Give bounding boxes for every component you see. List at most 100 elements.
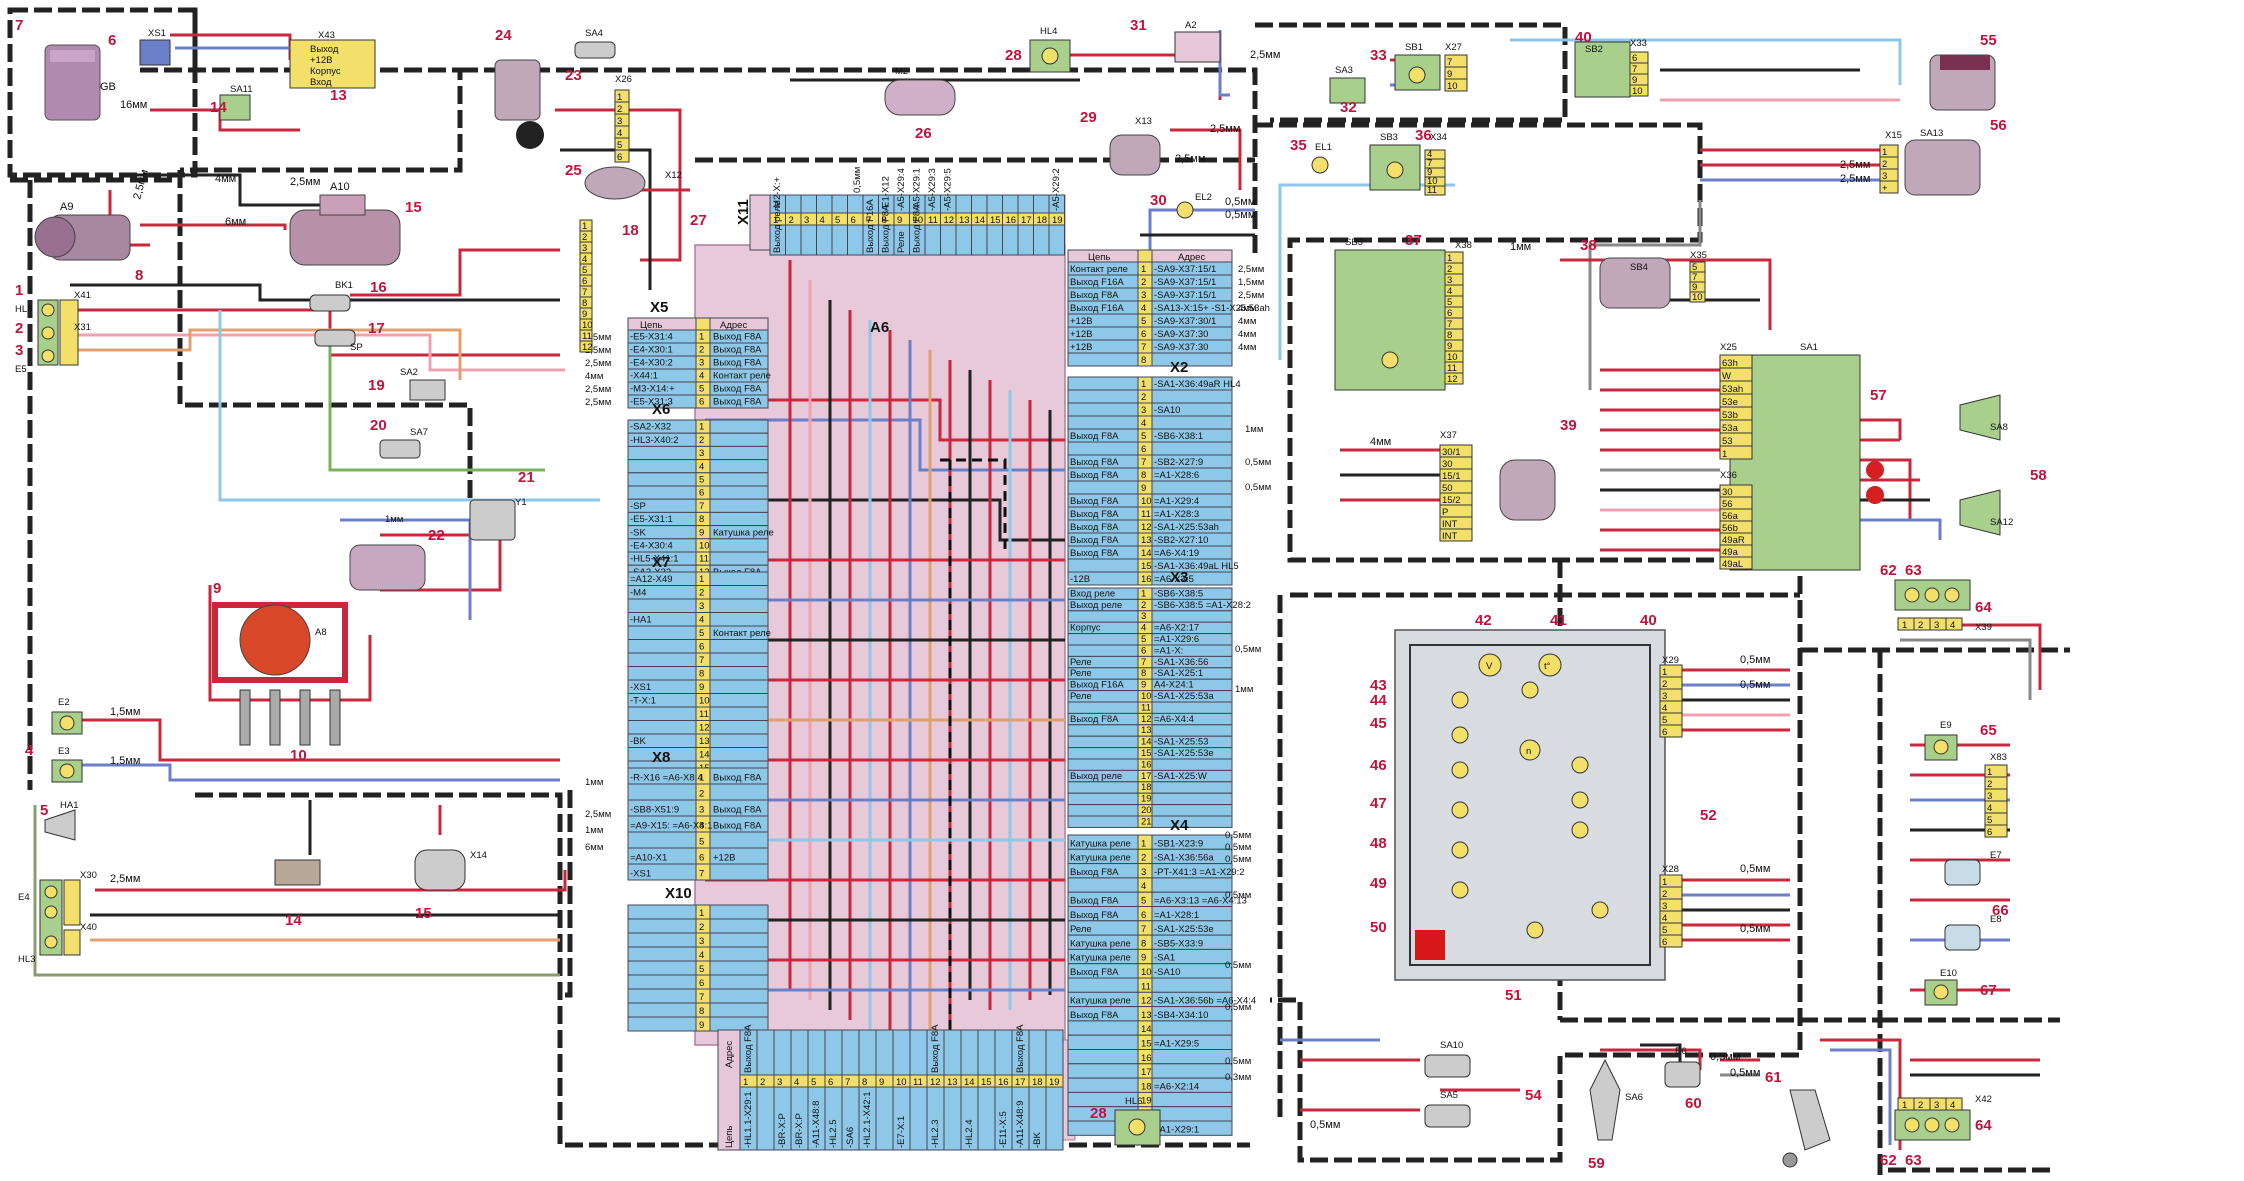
pin-number: 1 [1987,767,1992,778]
pin-number: 1 [1882,147,1887,158]
wire-size: 4мм [1238,316,1256,327]
pin-number: 9 [1141,953,1146,964]
pin-number: 8 [699,669,704,680]
wire-size: 0,5мм [1225,854,1251,865]
pin-number: 7 [866,215,871,226]
svg-text:SA1: SA1 [1800,342,1818,353]
pin-number: 2 [789,215,794,226]
pin-number: 4 [582,254,587,265]
pin-number: 14 [699,750,710,761]
switch-sa6: SA6 [1589,1058,1643,1141]
table-cell [1067,480,1139,495]
component-number-51: 51 [1505,987,1522,1004]
table-cell [790,1029,809,1076]
pin-number: INT [1442,531,1458,542]
label-x2: X2 [1170,359,1188,376]
pin-number: 10 [1692,292,1703,303]
address-text: Выход F8A [743,1024,754,1073]
svg-text:X38: X38 [1455,240,1472,251]
pin-number: 5 [1141,634,1146,645]
component-number-47: 47 [1370,795,1387,812]
pin-number: 12 [1141,996,1152,1007]
pin-number: 8 [582,298,587,309]
table-cell [709,693,769,708]
wire-size: 1мм [585,825,603,836]
svg-text:E5: E5 [15,364,27,375]
table-cell [756,1086,775,1151]
pin-number: 15/1 [1442,471,1461,482]
svg-text:X34: X34 [1430,132,1447,143]
pin-number: 9 [1141,680,1146,691]
table-cell [1045,1029,1064,1076]
pin-number: 4 [1427,149,1432,160]
svg-text:X12: X12 [665,170,682,181]
svg-text:1,5мм: 1,5мм [110,706,140,718]
pin-number: 3 [1987,791,1992,802]
svg-text:1,5мм: 1,5мм [110,755,140,767]
address-text: Выход F8A [1070,1010,1119,1021]
label-x5: X5 [650,299,668,316]
svg-text:XS1: XS1 [148,28,166,39]
circuit-text: -SA13-X:15+ -S1-X25:53ah [1154,303,1270,314]
table-cell [875,1029,894,1076]
connector-xs1: XS1 [139,28,171,66]
header-addr: Адрес [720,320,747,331]
circuit-text: =A6-X2:17 [1154,623,1199,634]
connector-x27-pin [1444,78,1468,92]
table-cell [709,394,769,409]
svg-text:X43: X43 [318,30,335,41]
svg-text:0,5мм: 0,5мм [1730,1067,1760,1079]
wire-size: 0,5мм [1235,644,1261,655]
pin-number: 12 [930,1077,941,1088]
table-cell [1033,224,1050,256]
switch-sb1: SB1 X27 [1394,42,1462,91]
pin-number: 4 [1141,623,1146,634]
pin-number: 7 [699,869,704,880]
circuit-text: -HL2.1-X42:1 [862,1091,873,1148]
pin-number: 1 [1662,877,1667,888]
table-cell [709,863,769,881]
table-cell [709,720,769,735]
address-text: Катушка реле [1070,996,1131,1007]
pin-number: 49aL [1722,559,1743,570]
svg-text:t°: t° [1544,661,1551,672]
address-text: Выход F8A [912,204,923,253]
pin-number: 7 [1427,158,1432,169]
table-cell [847,224,864,256]
table-cell [1151,792,1233,806]
pin-number: 6 [1662,727,1667,738]
circuit-text: -SB8-X51:9 [630,805,679,816]
table-cell [709,679,769,694]
pin-number: 4 [1662,703,1667,714]
generator-a10: A10 [289,181,401,266]
circuit-text: -SA1-X25:53e [1154,748,1214,759]
svg-text:X33: X33 [1630,38,1647,49]
svg-text:SB1: SB1 [1405,42,1423,53]
table-cell [627,485,697,500]
svg-text:A10: A10 [330,181,350,193]
pin-number: 5 [1662,925,1667,936]
pin-number: 3 [699,448,704,459]
address-text: Выход F8A [713,821,762,832]
component-number-22: 22 [428,527,445,544]
table-cell [1067,610,1139,623]
pin-number: 4 [699,461,704,472]
address-text: Контакт реле [713,371,771,382]
svg-text:M2: M2 [895,66,908,77]
table-cell [875,1086,894,1151]
component-number-61: 61 [1765,1069,1782,1086]
circuit-text: =A6-X3:5 [1154,574,1194,585]
pin-number: 3 [1447,275,1452,286]
pin-number: 1 [699,908,704,919]
circuit-text: -SA2-X32 [630,422,671,433]
circuit-text: =A1-X29:5 [1154,1039,1199,1050]
component-number-38: 38 [1580,237,1597,254]
pin-number: 13 [1141,1010,1152,1021]
table-cell [977,1029,996,1076]
spark-plugs [239,689,341,746]
wire-size: 0,5мм [852,167,863,193]
address-text: +12В [713,853,735,864]
connector-x34-pin [1424,185,1446,196]
svg-text:0,5мм: 0,5мм [1740,923,1770,935]
